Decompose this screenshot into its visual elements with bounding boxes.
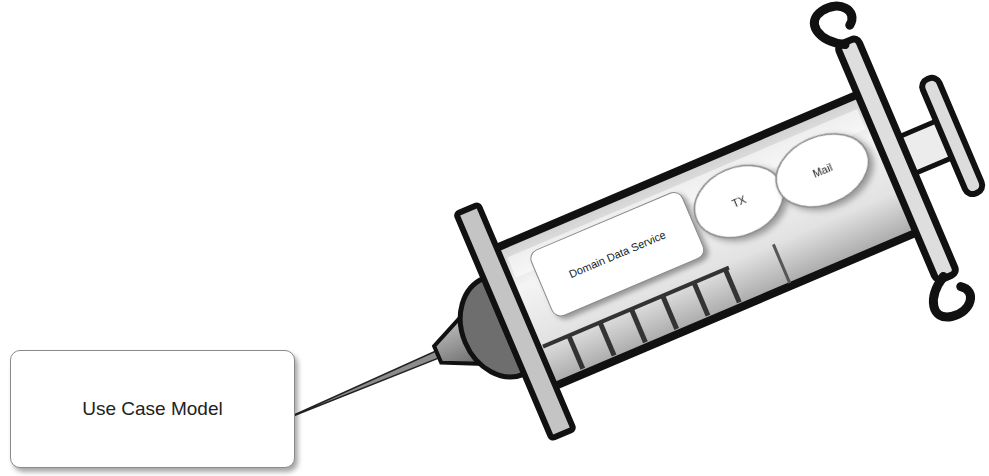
node-label: Domain Data Service [563, 225, 673, 284]
thumb-rest [920, 75, 985, 196]
flange-curl [924, 270, 975, 322]
ellipse-shape [765, 120, 880, 220]
plunger-line [773, 244, 789, 283]
flange-curl [810, 0, 861, 52]
ellipse-shape [683, 152, 794, 251]
model-box: Use Case Model [10, 350, 295, 468]
node-label: Use Case Model [78, 396, 226, 422]
needle [281, 347, 448, 424]
syringe-barrel [495, 94, 918, 387]
front-flange [456, 205, 573, 439]
